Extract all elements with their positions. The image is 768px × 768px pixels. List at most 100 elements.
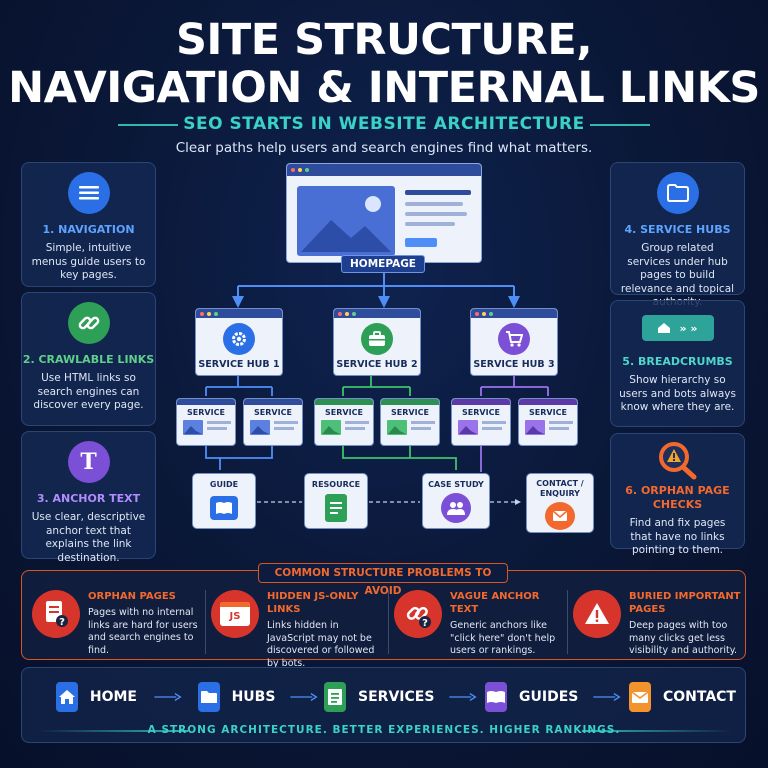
list-document-icon (324, 682, 347, 712)
flow-step-services: SERVICES (358, 689, 435, 705)
resource-page: RESOURCE (304, 473, 368, 529)
service-hub-2: SERVICE HUB 2 (333, 308, 421, 376)
footer-divider-left (38, 730, 188, 732)
book-icon (485, 682, 508, 712)
book-icon (210, 496, 238, 520)
problem-desc: Generic anchors like "click here" don't … (450, 620, 556, 656)
folder-icon (656, 172, 699, 214)
leaf-label: GUIDE (209, 480, 239, 489)
card-title: 4. SERVICE HUBS (624, 223, 731, 236)
service-label: SERVICE (462, 408, 500, 417)
tagline: Clear paths help users and search engine… (175, 140, 593, 156)
problem-buried-pages: BURIED IMPORTANT PAGES Deep pages with t… (567, 590, 743, 656)
service-label: SERVICE (391, 408, 429, 417)
flow-step-hubs: HUBS (231, 689, 276, 705)
hub-label: SERVICE HUB 3 (473, 359, 555, 370)
svg-text:?: ? (422, 618, 428, 629)
card-title: 5. BREADCRUMBS (622, 355, 733, 368)
link-icon (67, 302, 110, 344)
homepage-preview-image (297, 186, 471, 256)
javascript-window-icon: JS (211, 590, 259, 638)
problem-title: HIDDEN JS-ONLY LINKS (267, 591, 359, 615)
page-thumbnail (250, 420, 298, 435)
breadcrumb-icon: » » (641, 315, 714, 341)
leaf-label: CASE STUDY (428, 480, 484, 489)
service-page: SERVICE (243, 398, 303, 446)
card-title: 1. NAVIGATION (42, 223, 135, 236)
flow-step-contact: CONTACT (662, 689, 736, 705)
problem-desc: Pages with no internal links are hard fo… (88, 607, 198, 656)
footer-divider-right (582, 730, 732, 732)
problem-title: BURIED IMPORTANT PAGES (629, 591, 741, 615)
problem-desc: Links hidden in JavaScript may not be di… (267, 620, 375, 669)
case-study-page: CASE STUDY (422, 473, 490, 529)
page-thumbnail (458, 420, 506, 435)
card-service-hubs: 4. SERVICE HUBS Group related services u… (610, 162, 745, 308)
page-title-line2: NAVIGATION & INTERNAL LINKS (8, 63, 760, 113)
card-breadcrumbs: » » 5. BREADCRUMBS Show hierarchy so use… (610, 300, 745, 427)
page-thumbnail (387, 420, 435, 435)
card-desc: Show hierarchy so users and bots always … (619, 374, 736, 413)
service-page: SERVICE (314, 398, 374, 446)
service-hub-1: SERVICE HUB 1 (195, 308, 283, 376)
page-thumbnail (525, 420, 573, 435)
svg-text:?: ? (59, 617, 65, 628)
folder-icon (197, 682, 220, 712)
briefcase-icon (361, 323, 393, 355)
flow-step-guides: GUIDES (519, 689, 579, 705)
shopping-cart-icon (498, 323, 530, 355)
problem-orphan-pages: ? ORPHAN PAGES Pages with no internal li… (32, 590, 202, 656)
service-page: SERVICE (451, 398, 511, 446)
orphan-document-icon: ? (32, 590, 80, 638)
problem-title: VAGUE ANCHOR TEXT (450, 591, 540, 615)
card-orphan-page-checks: 6. ORPHAN PAGE CHECKS Find and fix pages… (610, 433, 745, 556)
card-desc: Simple, intuitive menus guide users to k… (31, 242, 146, 281)
service-label: SERVICE (187, 408, 225, 417)
service-page: SERVICE (380, 398, 440, 446)
warning-triangle-icon (573, 590, 621, 638)
card-navigation: 1. NAVIGATION Simple, intuitive menus gu… (21, 162, 156, 287)
guide-page: GUIDE (192, 473, 256, 529)
menu-icon (67, 172, 110, 214)
leaf-label: CONTACT / ENQUIRY (536, 479, 584, 498)
card-desc: Use HTML links so search engines can dis… (33, 372, 144, 411)
service-label: SERVICE (254, 408, 292, 417)
home-icon (56, 682, 78, 712)
service-page: SERVICE (518, 398, 578, 446)
homepage-label: HOMEPAGE (341, 255, 425, 273)
problems-panel (21, 570, 746, 660)
service-label: SERVICE (325, 408, 363, 417)
js-badge: JS (229, 611, 241, 622)
subtitle-divider-right (590, 124, 650, 126)
service-page: SERVICE (176, 398, 236, 446)
card-desc: Use clear, descriptive anchor text that … (31, 511, 146, 564)
footer-tagline: A STRONG ARCHITECTURE. BETTER EXPERIENCE… (147, 724, 621, 736)
card-crawlable-links: 2. CRAWLABLE LINKS Use HTML links so sea… (21, 292, 156, 426)
gear-icon (223, 323, 255, 355)
problem-hidden-js-links: JS HIDDEN JS-ONLY LINKS Links hidden in … (205, 590, 385, 669)
problems-heading: COMMON STRUCTURE PROBLEMS TO AVOID (258, 563, 508, 597)
subtitle-divider-left (118, 124, 178, 126)
card-title: 3. ANCHOR TEXT (36, 492, 141, 505)
people-icon (441, 493, 471, 523)
envelope-icon (545, 502, 575, 530)
service-label: SERVICE (529, 408, 567, 417)
card-desc: Group related services under hub pages t… (620, 242, 735, 308)
card-anchor-text: T 3. ANCHOR TEXT Use clear, descriptive … (21, 431, 156, 564)
leaf-label: RESOURCE (311, 480, 361, 489)
card-desc: Find and fix pages that have no links po… (629, 517, 726, 556)
subtitle: SEO STARTS IN WEBSITE ARCHITECTURE (183, 114, 585, 134)
magnifier-warning-icon (656, 440, 700, 480)
problem-vague-anchor-text: ? VAGUE ANCHOR TEXT Generic anchors like… (388, 590, 564, 656)
broken-link-question-icon: ? (394, 590, 442, 638)
homepage-window (286, 163, 482, 263)
contact-enquiry-page: CONTACT / ENQUIRY (526, 473, 594, 533)
flow-steps: HOME HUBS SERVICES GUIDES CONTACT (56, 680, 736, 714)
page-title-line1: SITE STRUCTURE, (175, 15, 593, 65)
hub-label: SERVICE HUB 2 (336, 359, 418, 370)
card-title: 6. ORPHAN PAGE CHECKS (625, 484, 730, 511)
arrow-right-icon (290, 693, 319, 701)
arrow-right-icon (593, 693, 622, 701)
hub-label: SERVICE HUB 1 (198, 359, 280, 370)
